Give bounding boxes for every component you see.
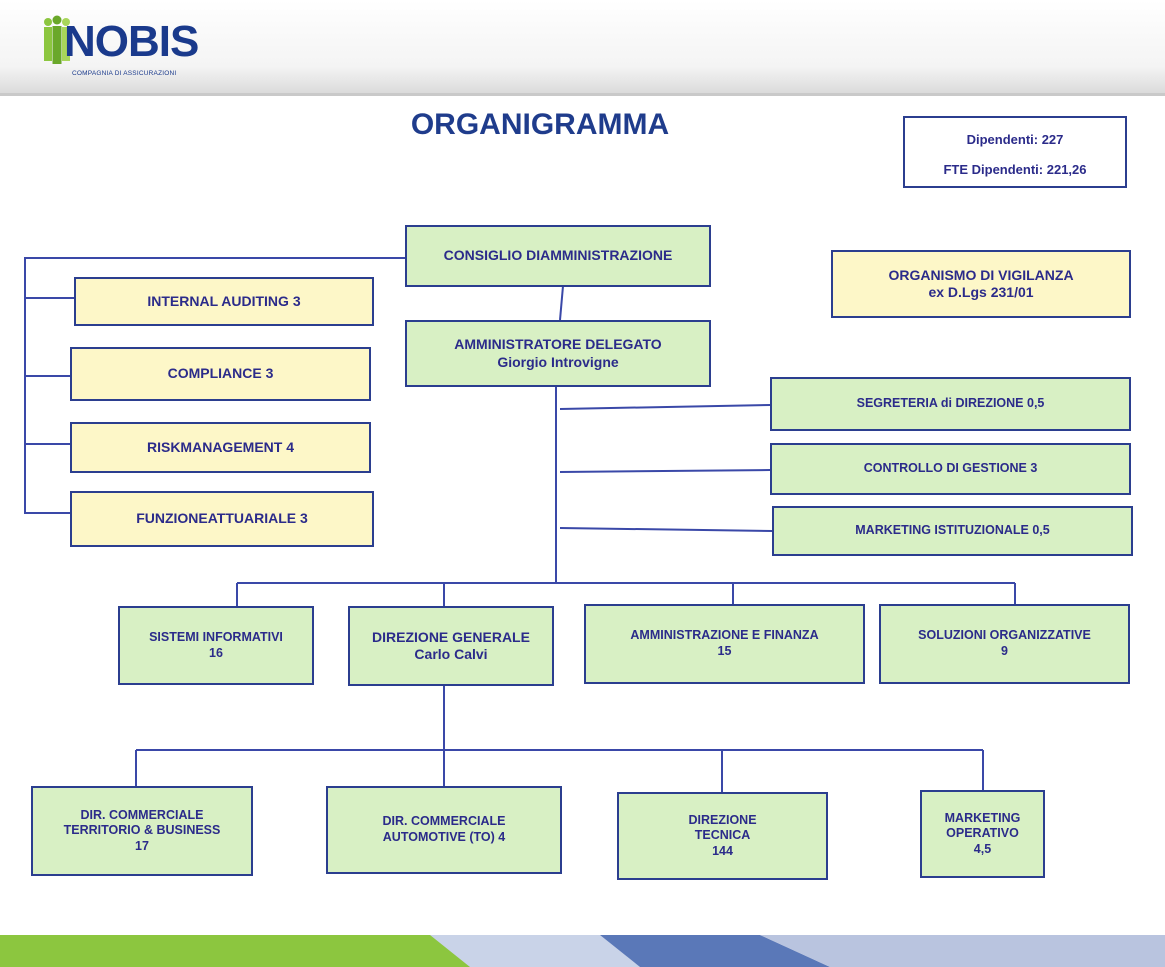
division-line2: TECNICA	[694, 828, 751, 843]
control-function-box: INTERNAL AUDITING 3	[74, 277, 374, 326]
department-name: SISTEMI INFORMATIVI	[149, 629, 283, 644]
page-title: ORGANIGRAMMA	[410, 108, 670, 141]
department-name: DIREZIONE GENERALE	[372, 628, 530, 645]
supervisory-line2: ex D.Lgs 231/01	[928, 284, 1034, 300]
staff-unit-label: MARKETING ISTITUZIONALE 0,5	[855, 523, 1050, 538]
header-band	[0, 0, 1165, 95]
control-function-label: INTERNAL AUDITING 3	[147, 292, 301, 309]
division-line1: DIREZIONE	[688, 812, 757, 827]
control-function-box: COMPLIANCE 3	[70, 347, 371, 401]
division-line3: 144	[712, 843, 733, 858]
company-logo: NOBIS COMPAGNIA DI ASSICURAZIONI	[42, 12, 217, 82]
division-line1: DIR. COMMERCIALE	[80, 807, 204, 822]
division-line2: OPERATIVO	[946, 826, 1019, 841]
division-box: DIR. COMMERCIALE TERRITORIO & BUSINESS 1…	[31, 786, 253, 876]
employee-count: Dipendenti: 227	[966, 132, 1064, 147]
board-label: CONSIGLIO DIAMMINISTRAZIONE	[443, 247, 673, 264]
control-function-box: RISKMANAGEMENT 4	[70, 422, 371, 473]
logo-wordmark: NOBIS	[64, 17, 199, 66]
department-headcount: 15	[717, 644, 732, 658]
board-of-directors-box: CONSIGLIO DIAMMINISTRAZIONE	[405, 225, 711, 287]
fte-count: FTE Dipendenti: 221,26	[943, 162, 1087, 177]
ceo-box: AMMINISTRATORE DELEGATO Giorgio Introvig…	[405, 320, 711, 387]
ceo-title: AMMINISTRATORE DELEGATO	[454, 336, 662, 352]
control-function-label: FUNZIONEATTUARIALE 3	[136, 510, 308, 527]
division-line1: MARKETING	[944, 810, 1021, 825]
division-line1: DIR. COMMERCIALE	[382, 814, 506, 829]
staff-unit-label: SEGRETERIA di DIREZIONE 0,5	[856, 396, 1045, 411]
general-management-box: DIREZIONE GENERALE Carlo Calvi	[348, 606, 554, 686]
supervisory-body-box: ORGANISMO DI VIGILANZA ex D.Lgs 231/01	[831, 250, 1131, 318]
division-box: MARKETING OPERATIVO 4,5	[920, 790, 1045, 878]
division-line2: TERRITORIO & BUSINESS	[63, 823, 221, 838]
employee-stats-box: Dipendenti: 227 FTE Dipendenti: 221,26	[903, 116, 1127, 188]
logo-subtitle: COMPAGNIA DI ASSICURAZIONI	[72, 70, 177, 77]
department-name: SOLUZIONI ORGANIZZATIVE	[918, 628, 1091, 643]
division-line3: 17	[135, 838, 149, 853]
division-line3: 4,5	[973, 841, 992, 856]
department-head: Carlo Calvi	[414, 646, 488, 662]
department-headcount: 9	[1001, 644, 1008, 658]
footer-band	[0, 935, 1165, 967]
division-box: DIREZIONE TECNICA 144	[617, 792, 828, 880]
supervisory-line1: ORGANISMO DI VIGILANZA	[888, 266, 1074, 283]
department-headcount: 16	[209, 645, 223, 660]
division-line2: AUTOMOTIVE (TO) 4	[382, 830, 506, 844]
control-function-label: RISKMANAGEMENT 4	[146, 438, 294, 455]
department-box: SOLUZIONI ORGANIZZATIVE 9	[879, 604, 1130, 684]
department-box: AMMINISTRAZIONE E FINANZA 15	[584, 604, 865, 684]
department-box: SISTEMI INFORMATIVI 16	[118, 606, 314, 685]
staff-unit-box: MARKETING ISTITUZIONALE 0,5	[772, 506, 1133, 556]
header-divider	[0, 93, 1165, 96]
people-icon	[44, 15, 70, 64]
division-box: DIR. COMMERCIALE AUTOMOTIVE (TO) 4	[326, 786, 562, 874]
staff-unit-label: CONTROLLO DI GESTIONE 3	[863, 461, 1038, 476]
control-function-label: COMPLIANCE 3	[167, 365, 274, 382]
ceo-name: Giorgio Introvigne	[497, 353, 619, 370]
department-name: AMMINISTRAZIONE E FINANZA	[630, 628, 819, 643]
control-function-box: FUNZIONEATTUARIALE 3	[70, 491, 374, 547]
staff-unit-box: SEGRETERIA di DIREZIONE 0,5	[770, 377, 1131, 431]
staff-unit-box: CONTROLLO DI GESTIONE 3	[770, 443, 1131, 495]
